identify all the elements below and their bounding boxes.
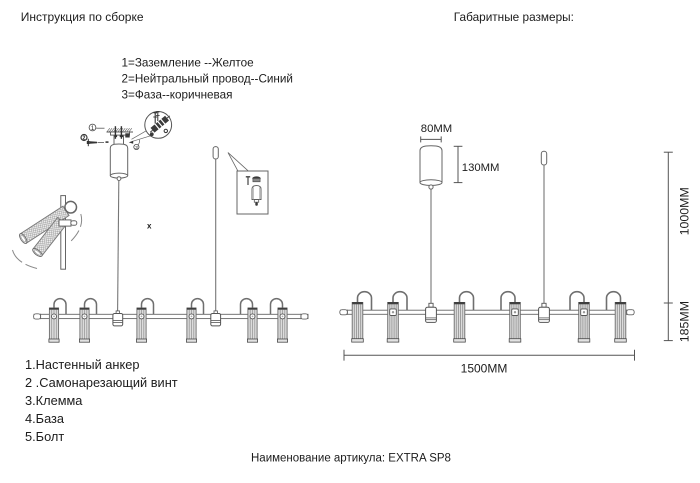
svg-text:1=Заземление --Желтое: 1=Заземление --Желтое <box>122 57 254 70</box>
svg-text:3: 3 <box>135 145 138 151</box>
svg-text:1: 1 <box>91 126 95 132</box>
svg-text:5.Болт: 5.Болт <box>25 429 64 444</box>
svg-text:1500MM: 1500MM <box>461 361 508 375</box>
svg-text:80MM: 80MM <box>421 123 452 135</box>
svg-text:2 .Самонарезающий винт: 2 .Самонарезающий винт <box>25 375 178 390</box>
svg-text:1000MM: 1000MM <box>677 187 691 235</box>
svg-text:130MM: 130MM <box>462 162 500 174</box>
svg-text:185MM: 185MM <box>677 301 691 342</box>
svg-text:4.База: 4.База <box>25 411 65 426</box>
svg-text:Наименование артикула: EXTRA S: Наименование артикула: EXTRA SP8 <box>251 453 451 465</box>
svg-text:2=Нейтральный провод--Синий: 2=Нейтральный провод--Синий <box>122 73 293 86</box>
svg-text:2: 2 <box>83 136 86 142</box>
svg-text:3.Клемма: 3.Клемма <box>25 393 83 408</box>
svg-text:x: x <box>147 222 152 231</box>
svg-text:1.Настенный анкер: 1.Настенный анкер <box>25 357 139 372</box>
svg-text:Габаритные размеры:: Габаритные размеры: <box>454 10 574 24</box>
svg-text:Инструкция по сборке: Инструкция по сборке <box>21 10 144 24</box>
svg-text:3=Фаза--коричневая: 3=Фаза--коричневая <box>122 89 233 102</box>
